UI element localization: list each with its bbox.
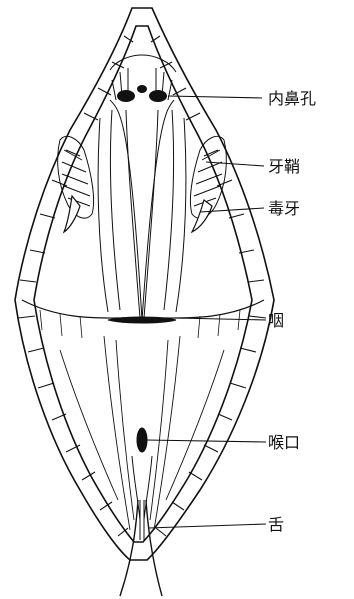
- label-internal-nares: 内鼻孔: [268, 89, 316, 108]
- palate: [98, 55, 186, 320]
- label-glottis: 喉口: [268, 433, 300, 452]
- label-fang: 毒牙: [268, 199, 300, 218]
- label-fang-sheath: 牙鞘: [268, 157, 300, 176]
- internal-nares: [117, 85, 167, 102]
- label-pharynx: 咽: [268, 311, 284, 330]
- fang-right: [192, 200, 212, 232]
- leader-lines: [146, 96, 266, 528]
- tongue: [120, 500, 162, 596]
- label-tongue: 舌: [268, 515, 284, 534]
- glottis: [132, 428, 152, 520]
- rim-scales: [18, 36, 266, 536]
